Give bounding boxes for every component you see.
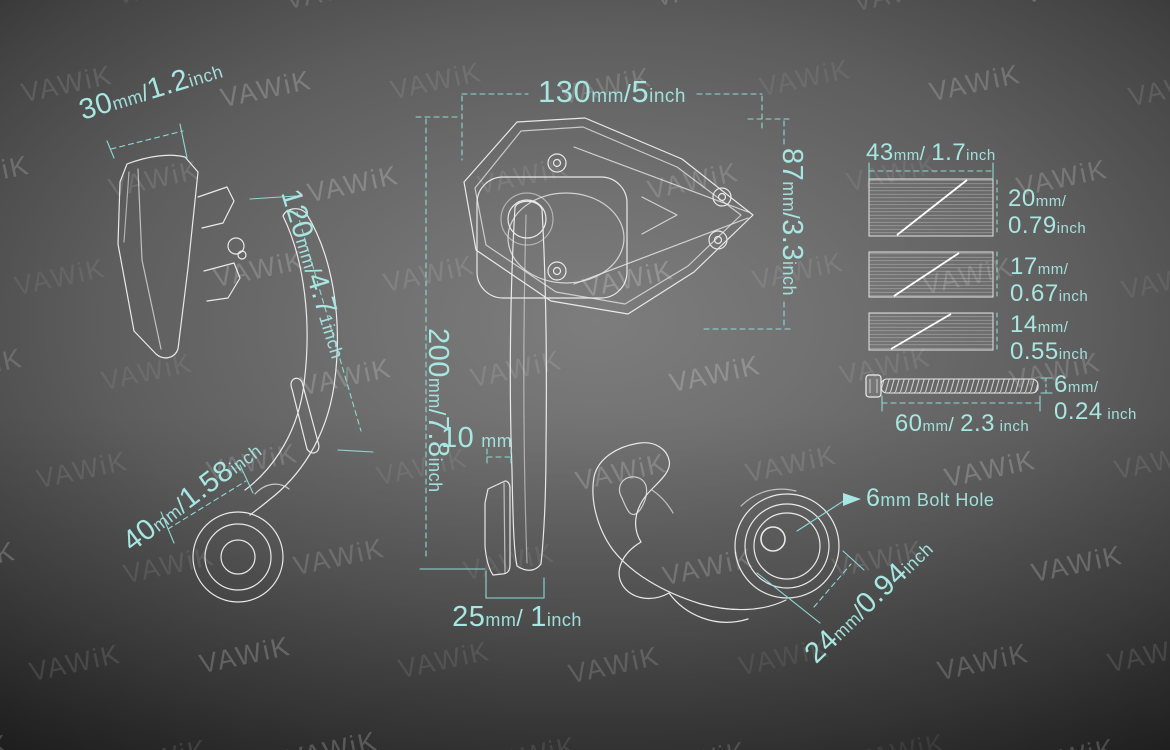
shim-drawings	[868, 178, 994, 351]
bolt-hole-label: 6mm Bolt Hole	[866, 484, 995, 512]
dim-label-87mm: 87mm/3.3inch	[776, 148, 808, 297]
mirror-back-view-drawing	[463, 117, 754, 576]
dim-label-25mm: 25mm/ 1inch	[452, 601, 582, 633]
shim-14mm-drawing	[868, 312, 994, 351]
dim-label-130mm: 130mm/5inch	[538, 74, 686, 109]
dimension-lines	[106, 93, 1053, 624]
mirror-bottom-view-drawing	[592, 442, 840, 623]
dim-label-43mm: 43mm/ 1.7inch	[866, 139, 996, 166]
dim-label-60mm: 60mm/ 2.3 inch	[894, 410, 1030, 437]
shim-17mm-drawing	[868, 251, 994, 298]
dim-label-14mm: 14mm/ 0.55inch	[1010, 311, 1089, 365]
dim-label-17mm: 17mm/ 0.67inch	[1010, 253, 1089, 307]
dim-label-200mm: 200mm/7.8inch	[422, 328, 454, 493]
shim-20mm-drawing	[868, 178, 994, 237]
screw-holes	[547, 153, 732, 281]
dim-label-6mm: 6mm/ 0.24 inch	[1054, 371, 1137, 425]
bolt-hole-arrow-icon	[843, 493, 861, 506]
dim-label-20mm: 20mm/ 0.79inch	[1008, 185, 1087, 239]
bolt-drawing	[865, 374, 1039, 398]
mirror-side-view-drawing	[117, 154, 338, 603]
